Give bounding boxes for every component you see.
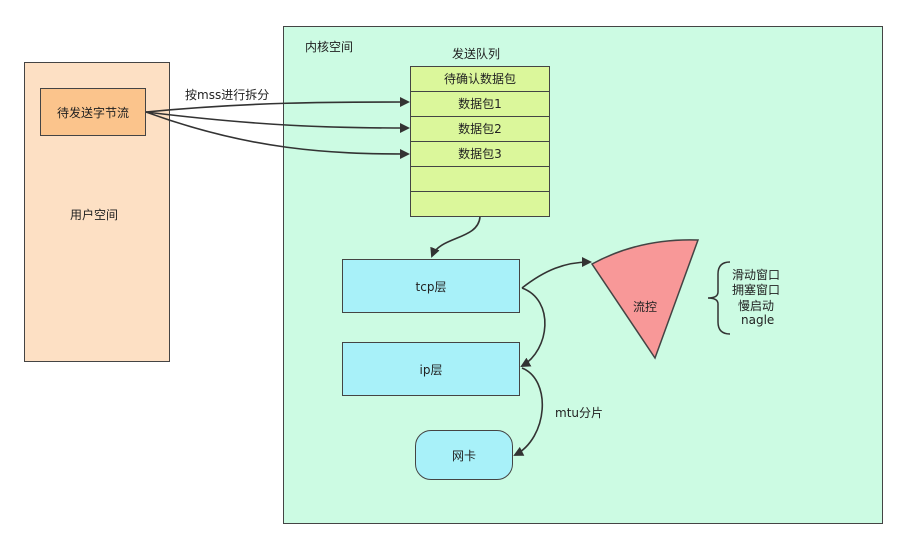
- queue-cell-packet-1: 数据包1: [410, 91, 550, 117]
- nic-label: 网卡: [451, 448, 476, 463]
- queue-cell-label: 数据包1: [458, 97, 502, 112]
- queue-cell-empty-1: [410, 166, 550, 192]
- user-space-label: 用户空间: [70, 208, 119, 222]
- send-queue-title: 发送队列: [452, 47, 501, 61]
- queue-cell-label: 数据包3: [458, 147, 502, 162]
- split-arrow-1: [145, 97, 410, 113]
- tcp-to-flow-control-arrow: [521, 257, 592, 289]
- flow-control-shape: [590, 239, 700, 360]
- flow-control-item: nagle: [741, 313, 775, 327]
- ip-layer-box: ip层: [342, 342, 520, 396]
- ip-layer-label: ip层: [419, 362, 443, 377]
- nic-box: 网卡: [415, 430, 513, 480]
- flow-control-label: 流控: [633, 300, 658, 314]
- flow-control-item: 拥塞窗口: [732, 283, 781, 297]
- tcp-layer-box: tcp层: [342, 259, 520, 313]
- pending-byte-stream-label: 待发送字节流: [56, 105, 129, 120]
- mtu-fragment-label: mtu分片: [555, 406, 604, 420]
- pending-byte-stream-box: 待发送字节流: [40, 88, 146, 136]
- tcp-layer-label: tcp层: [415, 279, 447, 294]
- queue-cell-unacked: 待确认数据包: [410, 66, 550, 92]
- split-arrow-3: [145, 111, 410, 159]
- tcp-to-ip-arrow: [520, 287, 546, 367]
- queue-cell-packet-2: 数据包2: [410, 116, 550, 142]
- split-by-mss-label: 按mss进行拆分: [185, 88, 270, 102]
- ip-to-nic-arrow: [513, 367, 543, 456]
- flow-control-item: 滑动窗口: [732, 268, 781, 282]
- queue-to-tcp-arrow: [430, 216, 481, 258]
- queue-cell-empty-2: [410, 191, 550, 217]
- queue-cell-packet-3: 数据包3: [410, 141, 550, 167]
- flow-control-brace: [707, 261, 731, 335]
- split-arrow-2: [145, 111, 410, 133]
- flow-control-item: 慢启动: [738, 299, 775, 313]
- kernel-space-label: 内核空间: [305, 40, 354, 54]
- queue-cell-label: 数据包2: [458, 122, 502, 137]
- queue-cell-label: 待确认数据包: [443, 72, 516, 87]
